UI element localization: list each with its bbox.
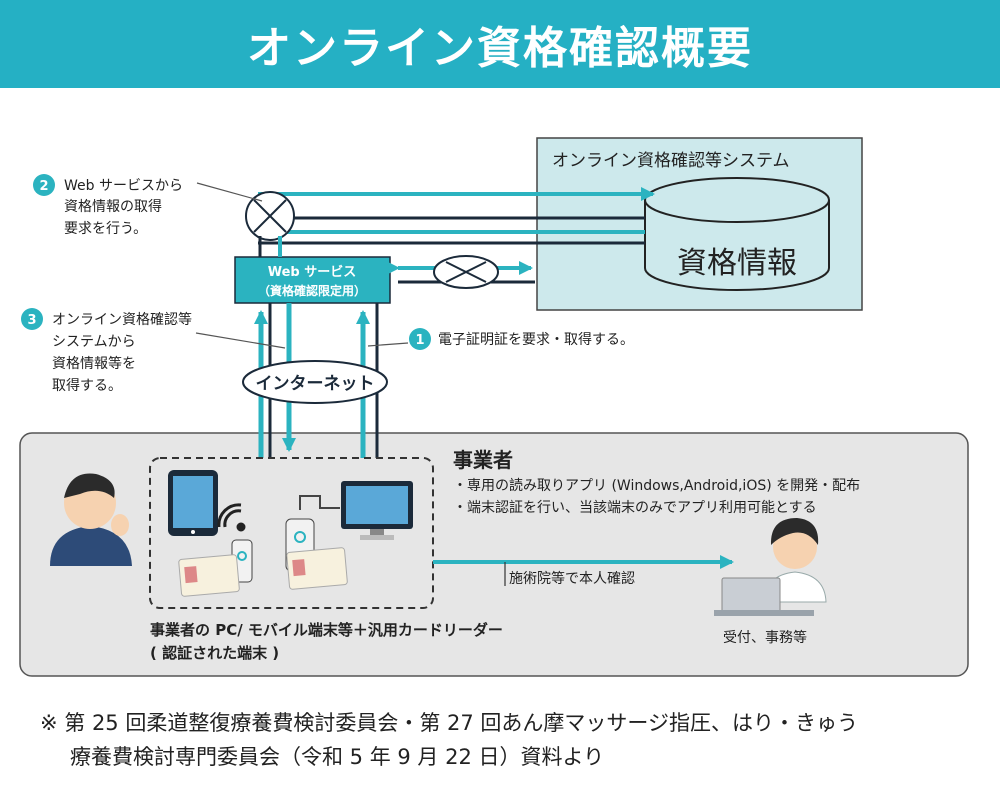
step-1-number: 1 <box>415 333 424 348</box>
reception-label: 受付、事務等 <box>723 629 807 646</box>
step-3-line-1: オンライン資格確認等 <box>52 311 192 328</box>
tablet-icon <box>168 470 218 536</box>
database-label: 資格情報 <box>677 246 797 281</box>
arrow-label: 施術院等で本人確認 <box>509 570 635 587</box>
internet-label: インターネット <box>256 374 375 394</box>
web-service-sublabel: （資格確認限定用） <box>258 283 366 298</box>
step-2-line-1: Web サービスから <box>64 178 183 194</box>
business-bullet-2: ・端末認証を行い、当該端末のみでアプリ利用可能とする <box>453 500 817 516</box>
internet-cloud <box>242 360 388 404</box>
web-service-label: Web サービス <box>268 264 357 280</box>
step-3-line-4: 取得する。 <box>52 377 122 394</box>
step-3-number: 3 <box>27 313 36 328</box>
id-card-icon-1 <box>178 554 240 597</box>
step-1-annotation: 1 電子証明証を要求・取得する。 <box>367 328 634 350</box>
device-caption-2: ( 認証された端末 ) <box>150 644 279 662</box>
monitor-icon <box>341 481 413 540</box>
operator-illustration <box>50 473 132 566</box>
web-service-box <box>234 256 391 304</box>
step-2-annotation: 2 Web サービスから 資格情報の取得 要求を行う。 <box>33 174 263 237</box>
page-title: オンライン資格確認概要 <box>247 23 753 74</box>
system-title: オンライン資格確認等システム <box>552 151 790 171</box>
step-2-number: 2 <box>39 179 48 194</box>
wifi-icon <box>217 503 246 532</box>
business-title: 事業者 <box>453 448 513 472</box>
step-1-line-1: 電子証明証を要求・取得する。 <box>438 331 634 348</box>
step-3-line-3: 資格情報等を <box>52 355 136 372</box>
footnote-line-2: 療養費検討専門委員会（令和 5 年 9 月 22 日）資料より <box>70 745 605 769</box>
footnote-line-1: ※ 第 25 回柔道整復療養費検討委員会・第 27 回あん摩マッサージ指圧、はり… <box>40 711 858 735</box>
header-bar: オンライン資格確認概要 <box>0 0 1000 88</box>
router-icon-top <box>245 191 295 241</box>
step-2-line-2: 資格情報の取得 <box>64 198 162 215</box>
business-bullet-1: ・専用の読み取りアプリ (Windows,Android,iOS) を開発・配布 <box>453 477 860 494</box>
step-3-line-2: システムから <box>52 334 136 350</box>
footnote: ※ 第 25 回柔道整復療養費検討委員会・第 27 回あん摩マッサージ指圧、はり… <box>40 706 980 774</box>
device-caption-1: 事業者の PC/ モバイル端末等＋汎用カードリーダー <box>150 621 503 639</box>
id-card-icon-2 <box>286 547 348 590</box>
step-3-annotation: 3 オンライン資格確認等 システムから 資格情報等を 取得する。 <box>21 308 286 394</box>
database-cylinder: 資格情報 <box>644 177 830 291</box>
online-eligibility-diagram: オンライン資格確認等システム 資格情報 Web サービス （資格確認限定用） イ… <box>19 137 969 677</box>
step-2-line-3: 要求を行う。 <box>64 221 147 237</box>
reception-illustration <box>714 518 827 616</box>
router-icon-middle <box>433 255 499 289</box>
device-group <box>149 457 434 609</box>
